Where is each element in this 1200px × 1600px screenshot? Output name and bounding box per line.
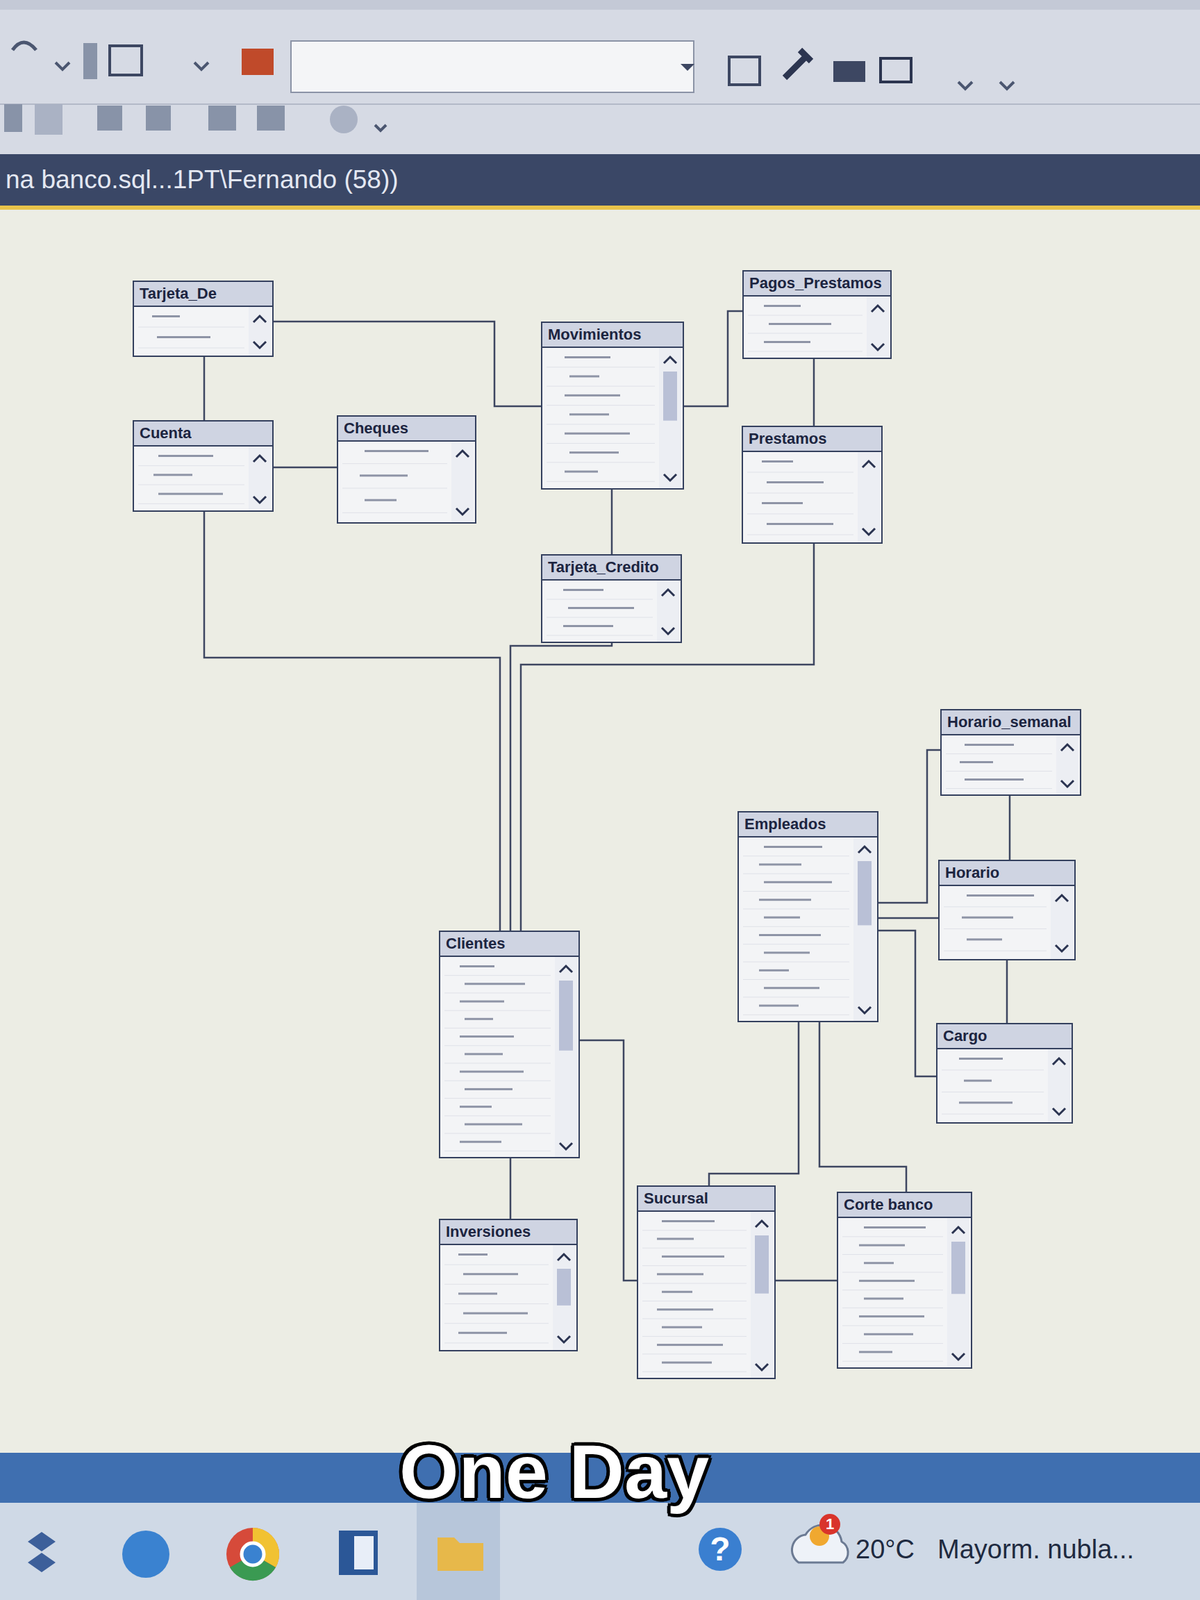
diagram-canvas <box>0 209 1200 1453</box>
column-list <box>440 1245 577 1350</box>
table-name: Corte banco <box>843 1195 933 1214</box>
column-list <box>542 580 681 642</box>
relationship-line <box>684 311 743 407</box>
column-list <box>134 306 273 356</box>
table-name: Clientes <box>445 934 506 953</box>
relationship-line <box>273 321 541 407</box>
column-list <box>939 886 1075 960</box>
relationship-line <box>878 750 941 903</box>
table-box: Tarjeta_De <box>132 280 274 357</box>
table-box: Tarjeta_Credito <box>540 554 682 644</box>
weather-temperature: 20°C <box>855 1534 915 1565</box>
relationship-line <box>878 930 937 1077</box>
column-list <box>738 837 878 1021</box>
table-name: Inversiones <box>445 1222 531 1241</box>
document-tab-title: na banco.sql...1PT\Fernando (58)) <box>5 165 399 195</box>
video-caption: One Day <box>399 1427 710 1516</box>
relationship-line <box>611 489 614 555</box>
table-box: Clientes <box>438 930 580 1159</box>
relationship-line <box>775 1279 837 1282</box>
column-list <box>338 441 475 523</box>
weather-description: Mayorm. nubla... <box>937 1534 1135 1565</box>
table-header: Clientes <box>440 931 579 957</box>
table-name: Cheques <box>343 419 409 438</box>
table-header: Horario_semanal <box>941 710 1080 736</box>
table-header: Pagos_Prestamos <box>743 271 891 297</box>
table-name: Movimientos <box>547 325 641 344</box>
column-list <box>838 1218 971 1368</box>
column-list <box>937 1049 1072 1123</box>
table-box: Cheques <box>336 415 477 524</box>
table-box: Pagos_Prestamos <box>742 270 892 360</box>
toolbar <box>0 0 1200 155</box>
relationship-line <box>1006 960 1009 1023</box>
table-box: Inversiones <box>438 1218 578 1352</box>
table-header: Movimientos <box>542 322 683 348</box>
relationship-line <box>813 359 816 426</box>
relationship-line <box>709 1022 799 1186</box>
relationship-line <box>1009 795 1012 860</box>
relationship-line <box>203 356 206 421</box>
table-name: Horario_semanal <box>947 713 1072 732</box>
notification-badge: 1 <box>819 1513 841 1535</box>
table-box: Corte banco <box>836 1191 973 1369</box>
table-header: Tarjeta_Credito <box>542 555 681 581</box>
table-header: Horario <box>939 861 1075 887</box>
taskbar-icons <box>27 1502 848 1600</box>
table-name: Tarjeta_De <box>139 284 217 303</box>
relationship-line <box>509 1158 512 1219</box>
relationship-line <box>204 511 500 931</box>
column-list <box>542 347 683 489</box>
table-box: Horario <box>938 859 1076 961</box>
relationship-line <box>273 466 337 469</box>
column-list <box>638 1211 775 1378</box>
relationship-line <box>878 917 939 920</box>
relationship-line <box>510 643 612 931</box>
tab-accent <box>0 205 1200 210</box>
tab-bar <box>0 154 1200 210</box>
table-header: Tarjeta_De <box>134 281 273 307</box>
column-list <box>743 452 882 543</box>
table-box: Sucursal <box>636 1185 776 1380</box>
table-header: Cheques <box>338 416 475 442</box>
column-list <box>743 296 891 358</box>
column-list <box>941 735 1080 795</box>
table-name: Empleados <box>744 815 826 834</box>
table-box: Movimientos <box>540 321 685 490</box>
table-name: Cargo <box>943 1027 988 1046</box>
table-name: Cuenta <box>139 424 192 443</box>
table-header: Prestamos <box>743 427 882 453</box>
table-box: Prestamos <box>741 425 883 544</box>
taskbar <box>0 1502 1200 1600</box>
table-name: Sucursal <box>643 1189 709 1208</box>
relationship-line <box>579 1040 637 1281</box>
table-name: Horario <box>945 863 1000 882</box>
table-box: Cargo <box>936 1022 1073 1124</box>
column-list <box>134 446 273 511</box>
table-header: Empleados <box>738 812 878 838</box>
table-name: Pagos_Prestamos <box>749 274 882 293</box>
table-box: Empleados <box>737 811 879 1023</box>
table-header: Cargo <box>937 1024 1072 1050</box>
table-header: Corte banco <box>838 1193 971 1219</box>
table-header: Inversiones <box>440 1220 577 1246</box>
table-header: Sucursal <box>638 1186 775 1212</box>
table-box: Horario_semanal <box>940 709 1082 796</box>
column-list <box>440 956 579 1157</box>
table-box: Cuenta <box>132 420 274 512</box>
help-icon: ? <box>698 1527 742 1571</box>
table-name: Tarjeta_Credito <box>547 558 660 577</box>
relationship-line <box>819 1022 907 1192</box>
table-name: Prestamos <box>748 429 828 448</box>
table-header: Cuenta <box>134 421 273 447</box>
